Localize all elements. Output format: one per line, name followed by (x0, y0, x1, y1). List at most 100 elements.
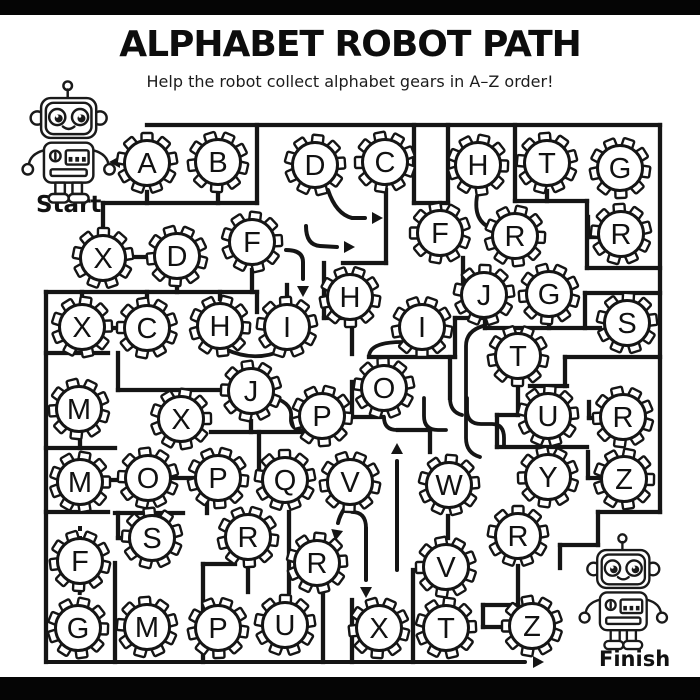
maze-curve (422, 396, 448, 432)
gear-body (228, 218, 276, 266)
gear-letter: S (617, 308, 636, 340)
gear-body (123, 304, 171, 352)
gear-letter: R (238, 522, 259, 554)
gear-body (523, 139, 571, 187)
gear-z: Z (500, 594, 563, 658)
gear-body (599, 393, 647, 441)
gear-letter: R (508, 521, 529, 553)
gear-b: B (186, 130, 250, 194)
gear-body (55, 385, 103, 433)
gear-body (355, 604, 403, 652)
gear-letter: X (171, 404, 190, 436)
page-subtitle: Help the robot collect alphabet gears in… (146, 72, 554, 91)
gear-g: G (517, 262, 581, 326)
gear-body (291, 141, 339, 189)
gear-body (460, 271, 508, 319)
gear-f: F (48, 529, 112, 593)
gear-body (56, 458, 104, 506)
gear-i: I (255, 295, 319, 359)
gear-body (157, 395, 205, 443)
gear-letter: F (431, 218, 449, 250)
gear-body (326, 273, 374, 321)
gear-letter: S (142, 523, 161, 555)
gear-y: Y (516, 445, 580, 509)
gear-letter: Q (274, 465, 297, 497)
gear-letter: F (71, 546, 89, 578)
gear-letter: A (137, 148, 157, 180)
gear-s: S (120, 506, 184, 570)
gear-letter: R (505, 221, 526, 253)
gear-body (600, 455, 648, 503)
gear-letter: Z (523, 611, 541, 643)
gear-letter: D (167, 241, 188, 273)
arrow-head-icon (344, 241, 355, 253)
arrow-head-icon (391, 443, 403, 454)
maze-curve (382, 415, 399, 432)
maze-curve (367, 340, 404, 359)
gear-r: R (589, 202, 653, 266)
gear-letter: T (509, 341, 527, 373)
gear-body (597, 210, 645, 258)
gear-v: V (414, 535, 477, 599)
gear-body (454, 141, 502, 189)
gear-d: D (145, 224, 209, 288)
gear-body (494, 512, 542, 560)
maze-curve (448, 396, 464, 417)
gear-letter: X (369, 613, 388, 645)
gear-letter: X (72, 312, 91, 344)
gear-body (194, 604, 242, 652)
gear-letter: T (437, 613, 455, 645)
gear-g: G (46, 596, 110, 660)
bottom-black-bar (0, 677, 700, 700)
gear-body (58, 303, 106, 351)
gear-letter: Z (615, 464, 633, 496)
start-robot-icon (21, 80, 116, 204)
gear-letter: H (340, 282, 361, 314)
arrow-head-icon (372, 212, 383, 224)
gear-h: H (318, 266, 382, 329)
gear-f: F (408, 201, 471, 265)
gear-j: J (219, 359, 283, 423)
gear-x: X (150, 387, 213, 451)
gear-letter: G (609, 153, 632, 185)
gear-u: U (253, 593, 317, 656)
gear-o: O (352, 356, 416, 420)
gear-d: D (283, 133, 347, 197)
gear-s: S (595, 291, 659, 355)
gear-body (524, 453, 572, 501)
gear-letter: R (307, 548, 328, 580)
gear-t: T (515, 131, 579, 195)
gear-g: G (588, 136, 652, 200)
gear-q: Q (253, 448, 317, 511)
gear-letter: G (538, 279, 561, 311)
arrow-head-icon (360, 587, 372, 598)
gear-body (525, 270, 573, 318)
gear-letter: T (538, 148, 556, 180)
gear-body (416, 209, 464, 257)
arrow-shaft (326, 188, 367, 220)
gear-p: P (186, 596, 250, 660)
gear-letter: P (208, 463, 227, 495)
gear-body (124, 454, 172, 502)
gear-m: M (47, 377, 111, 441)
gear-j: J (452, 263, 516, 327)
gear-body (293, 539, 341, 587)
gear-letter: U (275, 610, 296, 642)
gear-body (261, 601, 309, 649)
gear-body (194, 454, 242, 502)
gear-r: R (483, 204, 547, 268)
gear-v: V (318, 450, 382, 514)
arrow-shaft (304, 224, 339, 249)
gear-letter: P (312, 401, 331, 433)
gear-t: T (414, 596, 478, 660)
gear-body (79, 234, 127, 282)
gear-body (524, 392, 572, 440)
gear-body (596, 144, 644, 192)
gear-body (494, 332, 542, 380)
gear-letter: C (137, 313, 158, 345)
arrow-shaft (284, 248, 305, 281)
gear-letter: J (477, 280, 492, 312)
gear-z: Z (593, 447, 656, 511)
gear-letter: B (208, 147, 227, 179)
gear-c: C (353, 130, 416, 194)
